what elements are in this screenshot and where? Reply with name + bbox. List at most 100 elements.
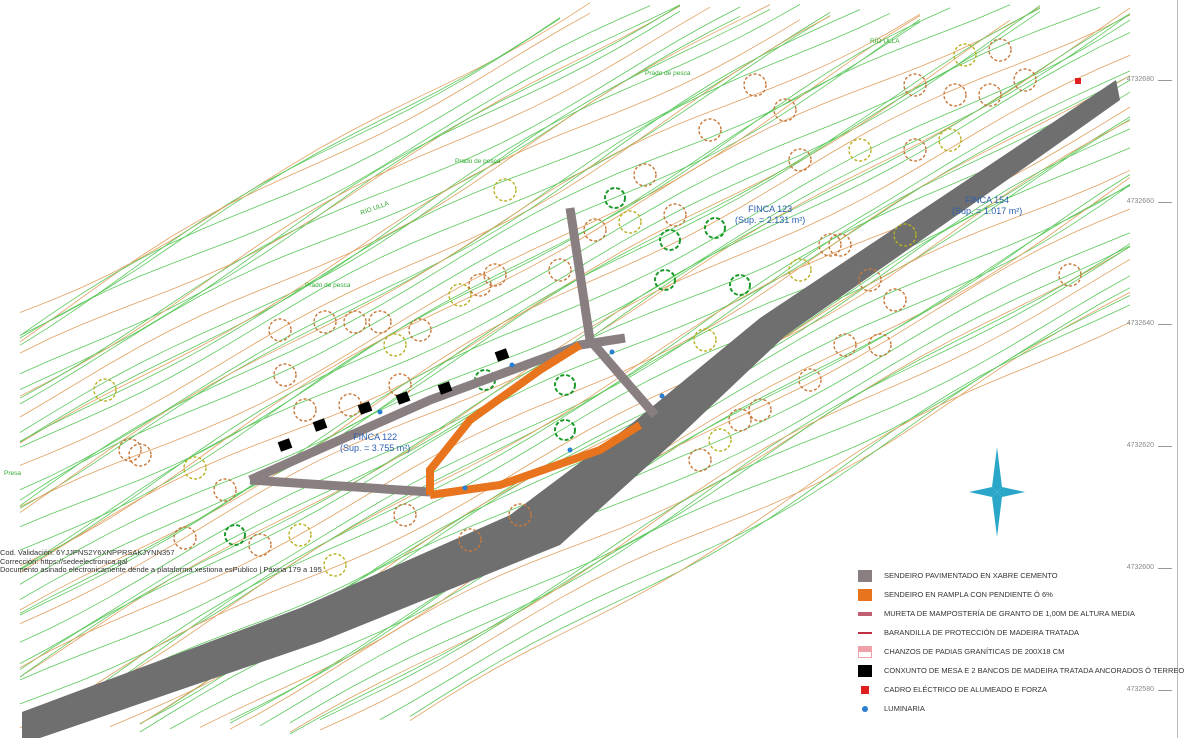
coordinate-tick [1158,446,1172,447]
contour-line [289,275,1131,735]
tree-icon [708,428,732,452]
legend-label: CONXUNTO DE MESA E 2 BANCOS DE MADEIRA T… [884,666,1185,675]
tree-icon [583,218,607,242]
paved-path [248,207,659,497]
contour-line [19,4,681,375]
tree-icon [788,148,812,172]
coordinate-label: 4732640 [1126,320,1154,327]
contour-line [19,5,651,336]
finca-name: FINCA 122 [353,432,398,442]
contour-line [19,9,861,491]
contour-line [19,54,1131,678]
coordinate-label: 4732680 [1126,76,1154,83]
legend-label: LUMINARIA [884,704,925,713]
tree-icon [833,333,857,357]
tree-icon [173,526,197,550]
finca-123-label: FINCA 123(Sup. = 2.131 m²) [735,204,805,226]
coordinate-tick [1158,324,1172,325]
coordinate-tick [1158,690,1172,691]
coordinate-tick [1158,202,1172,203]
legend-item: MURETA DE MAMPOSTERÍA DE GRANTO DE 1,00M… [858,604,1184,623]
contour-line [19,5,681,354]
tree-icon [828,233,852,257]
contour-line [19,19,1131,614]
tree-icon [883,288,907,312]
contour-line [19,15,831,448]
electric-panel-icon [1075,78,1081,84]
contour-line [19,4,801,443]
tree-icon [868,333,892,357]
watermark-line: Cod. Validación: 6YJJPNS2Y6XNPPRSAKJYNN3… [0,548,175,557]
contour-line [49,119,1131,716]
tree-icon [903,73,927,97]
contour-line [199,208,1131,728]
legend-label: BARANDILLA DE PROTECCIÓN DE MADEIRA TRAT… [884,628,1080,637]
tree-icon [183,456,207,480]
legend-swatch [861,685,869,694]
contour-line [19,8,1041,585]
tree-icon [383,333,407,357]
legend-item: SENDEIRO PAVIMENTADO EN XABRE CEMENTO [858,566,1184,585]
tree-icon [773,98,797,122]
bench-table-icon [312,418,328,432]
tree-icon [953,43,977,67]
tree-icon [1013,68,1037,92]
contour-line [19,91,1131,705]
bench-table-icon [277,438,293,452]
watermark-line: Documento asinado electronicamente dende… [0,565,322,574]
tree-icon [288,523,312,547]
finca-154-label: FINCA 154(Sup. = 1.017 m²) [952,195,1022,217]
contour-line [19,15,921,508]
legend-swatch [858,569,872,582]
coordinate-label: 4732660 [1126,198,1154,205]
bench-table-icon [494,348,510,362]
tree-icon [554,374,576,396]
tree-icon [313,310,337,334]
tree-icon [729,274,751,296]
contour-line [19,13,1131,616]
tree-icon [493,178,517,202]
contour-line [229,245,1131,724]
legend-item: CONXUNTO DE MESA E 2 BANCOS DE MADEIRA T… [858,661,1184,680]
legend-swatch [862,705,868,712]
tree-icon [1058,263,1082,287]
tree-icon [393,503,417,527]
tree-icon [848,138,872,162]
contour-line [289,246,1131,724]
contour-line [229,232,1131,721]
bench-table-icon [395,391,411,405]
bench-table-icon [437,381,453,395]
tree-icon [988,38,1012,62]
tree-icon [938,128,962,152]
contour-line [259,243,1131,727]
luminaria-icon [659,393,665,399]
tree-icon [978,83,1002,107]
tree-icon [508,503,532,527]
contour-line [19,75,1131,670]
finca-name: FINCA 123 [748,204,793,214]
legend-label: SENDEIRO PAVIMENTADO EN XABRE CEMENTO [884,571,1058,580]
tree-icon [93,378,117,402]
legend-label: CHANZOS DE PADIAS GRANÍTICAS DE 200X18 C… [884,647,1065,656]
contour-line [19,79,1131,681]
coordinate-label: 4732600 [1126,564,1154,571]
tree-icon [818,233,842,257]
finca-area: (Sup. = 3.755 m²) [340,443,411,453]
luminaria-icon [509,362,515,368]
bench-table-icon [357,401,373,415]
finca-name: FINCA 154 [965,195,1010,205]
finca-122-label: FINCA 122(Sup. = 3.755 m²) [340,432,410,454]
contour-line [19,6,1041,567]
contour-line [19,4,771,418]
contour-line [19,6,1101,600]
tree-icon [659,229,681,251]
contour-line [409,304,1131,717]
contour-line [49,118,1131,721]
tree-icon [663,203,687,227]
tree-icon [618,210,642,234]
contour-line [19,11,1041,571]
contour-line [19,17,561,336]
tree-icon [128,443,152,467]
tree-icon [343,310,367,334]
tree-icon [458,528,482,552]
